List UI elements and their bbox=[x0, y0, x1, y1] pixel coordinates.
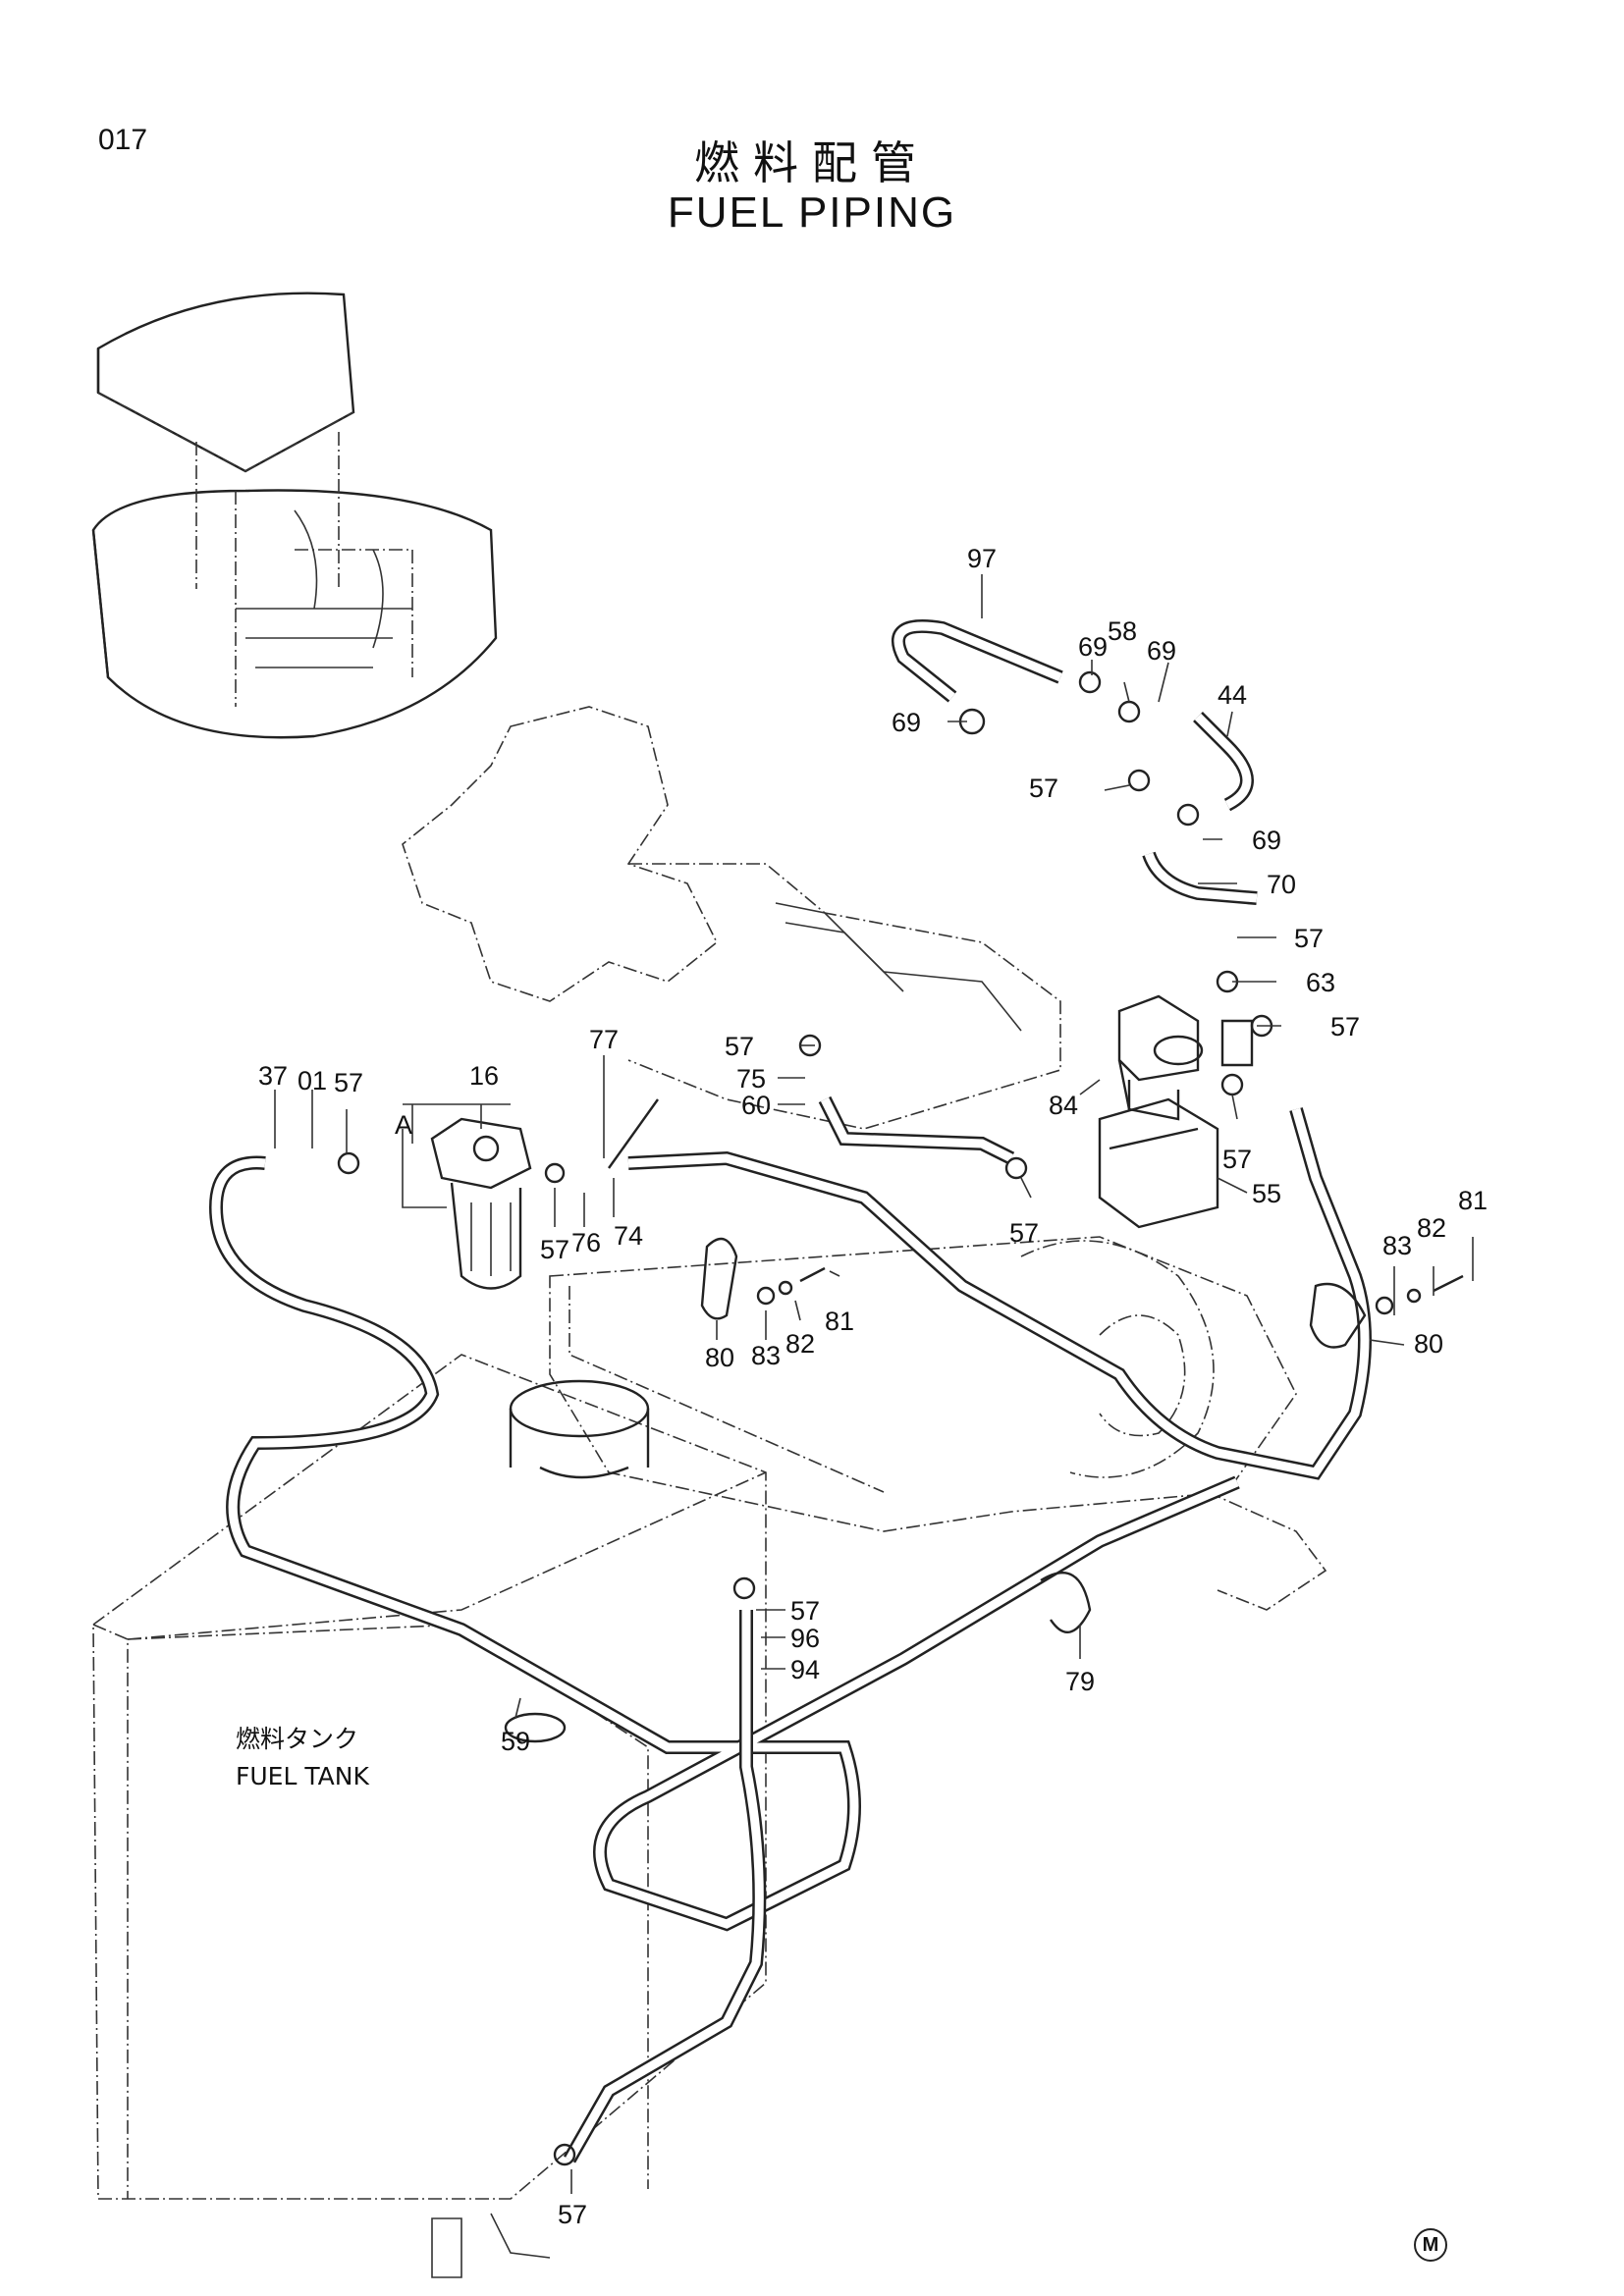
callout-57: 57 bbox=[1294, 924, 1324, 953]
callout-76: 76 bbox=[571, 1228, 601, 1257]
title-english: FUEL PIPING bbox=[667, 188, 957, 237]
callout-58: 58 bbox=[1108, 616, 1137, 646]
callout-57: 57 bbox=[558, 2200, 587, 2229]
callout-01: 01 bbox=[298, 1066, 327, 1095]
view-label-a: A bbox=[395, 1110, 412, 1140]
callout-57: 57 bbox=[1009, 1218, 1039, 1248]
leader-lines bbox=[274, 574, 1474, 2194]
callout-83: 83 bbox=[751, 1341, 781, 1370]
fuel-tank-label-en: FUEL TANK bbox=[236, 1762, 369, 1790]
callout-57: 57 bbox=[1222, 1145, 1252, 1174]
callout-37: 37 bbox=[258, 1061, 288, 1091]
callout-82: 82 bbox=[785, 1329, 815, 1359]
callout-83: 83 bbox=[1382, 1231, 1412, 1260]
callout-59: 59 bbox=[501, 1727, 530, 1756]
page-number: 017 bbox=[98, 124, 148, 156]
callout-82: 82 bbox=[1417, 1213, 1446, 1243]
callout-74: 74 bbox=[614, 1221, 643, 1251]
callout-80: 80 bbox=[1414, 1329, 1443, 1359]
callout-81: 81 bbox=[1458, 1186, 1488, 1215]
callout-97: 97 bbox=[967, 544, 997, 573]
callout-94: 94 bbox=[790, 1655, 820, 1684]
callout-84: 84 bbox=[1049, 1091, 1078, 1120]
callout-63: 63 bbox=[1306, 968, 1335, 997]
callout-77: 77 bbox=[589, 1025, 619, 1054]
bracket-55 bbox=[1098, 1097, 1219, 1229]
callout-75: 75 bbox=[736, 1064, 766, 1094]
callout-69: 69 bbox=[1147, 636, 1176, 666]
callout-79: 79 bbox=[1065, 1667, 1095, 1696]
callout-69: 69 bbox=[892, 708, 921, 737]
callout-80: 80 bbox=[705, 1343, 734, 1372]
fuel-filter bbox=[430, 1117, 532, 1290]
manufacturer-mark: M bbox=[1414, 2228, 1447, 2262]
excavator-overview-illustration bbox=[91, 292, 498, 739]
callout-81: 81 bbox=[825, 1307, 854, 1336]
callout-57: 57 bbox=[334, 1068, 363, 1097]
callouts: 97 69 69 58 69 44 57 69 70 57 63 57 57 7… bbox=[258, 544, 1488, 2229]
callout-57: 57 bbox=[790, 1596, 820, 1626]
callout-57: 57 bbox=[1330, 1012, 1360, 1041]
callout-44: 44 bbox=[1218, 680, 1247, 710]
callout-57: 57 bbox=[725, 1032, 754, 1061]
fuel-tank-label-jp: 燃料タンク bbox=[236, 1725, 358, 1753]
callout-69: 69 bbox=[1078, 632, 1108, 662]
callout-96: 96 bbox=[790, 1624, 820, 1653]
fuel-tank bbox=[92, 1354, 767, 2278]
callout-70: 70 bbox=[1267, 870, 1296, 899]
callout-57: 57 bbox=[540, 1235, 569, 1264]
callout-69: 69 bbox=[1252, 826, 1281, 855]
callout-60: 60 bbox=[741, 1091, 771, 1120]
title-japanese: 燃料配管 bbox=[694, 136, 930, 189]
callout-57: 57 bbox=[1029, 774, 1058, 803]
engine-silhouette bbox=[402, 706, 1327, 1611]
callout-55: 55 bbox=[1252, 1179, 1281, 1208]
callout-16: 16 bbox=[469, 1061, 499, 1091]
fuel-lines bbox=[208, 619, 1372, 2163]
